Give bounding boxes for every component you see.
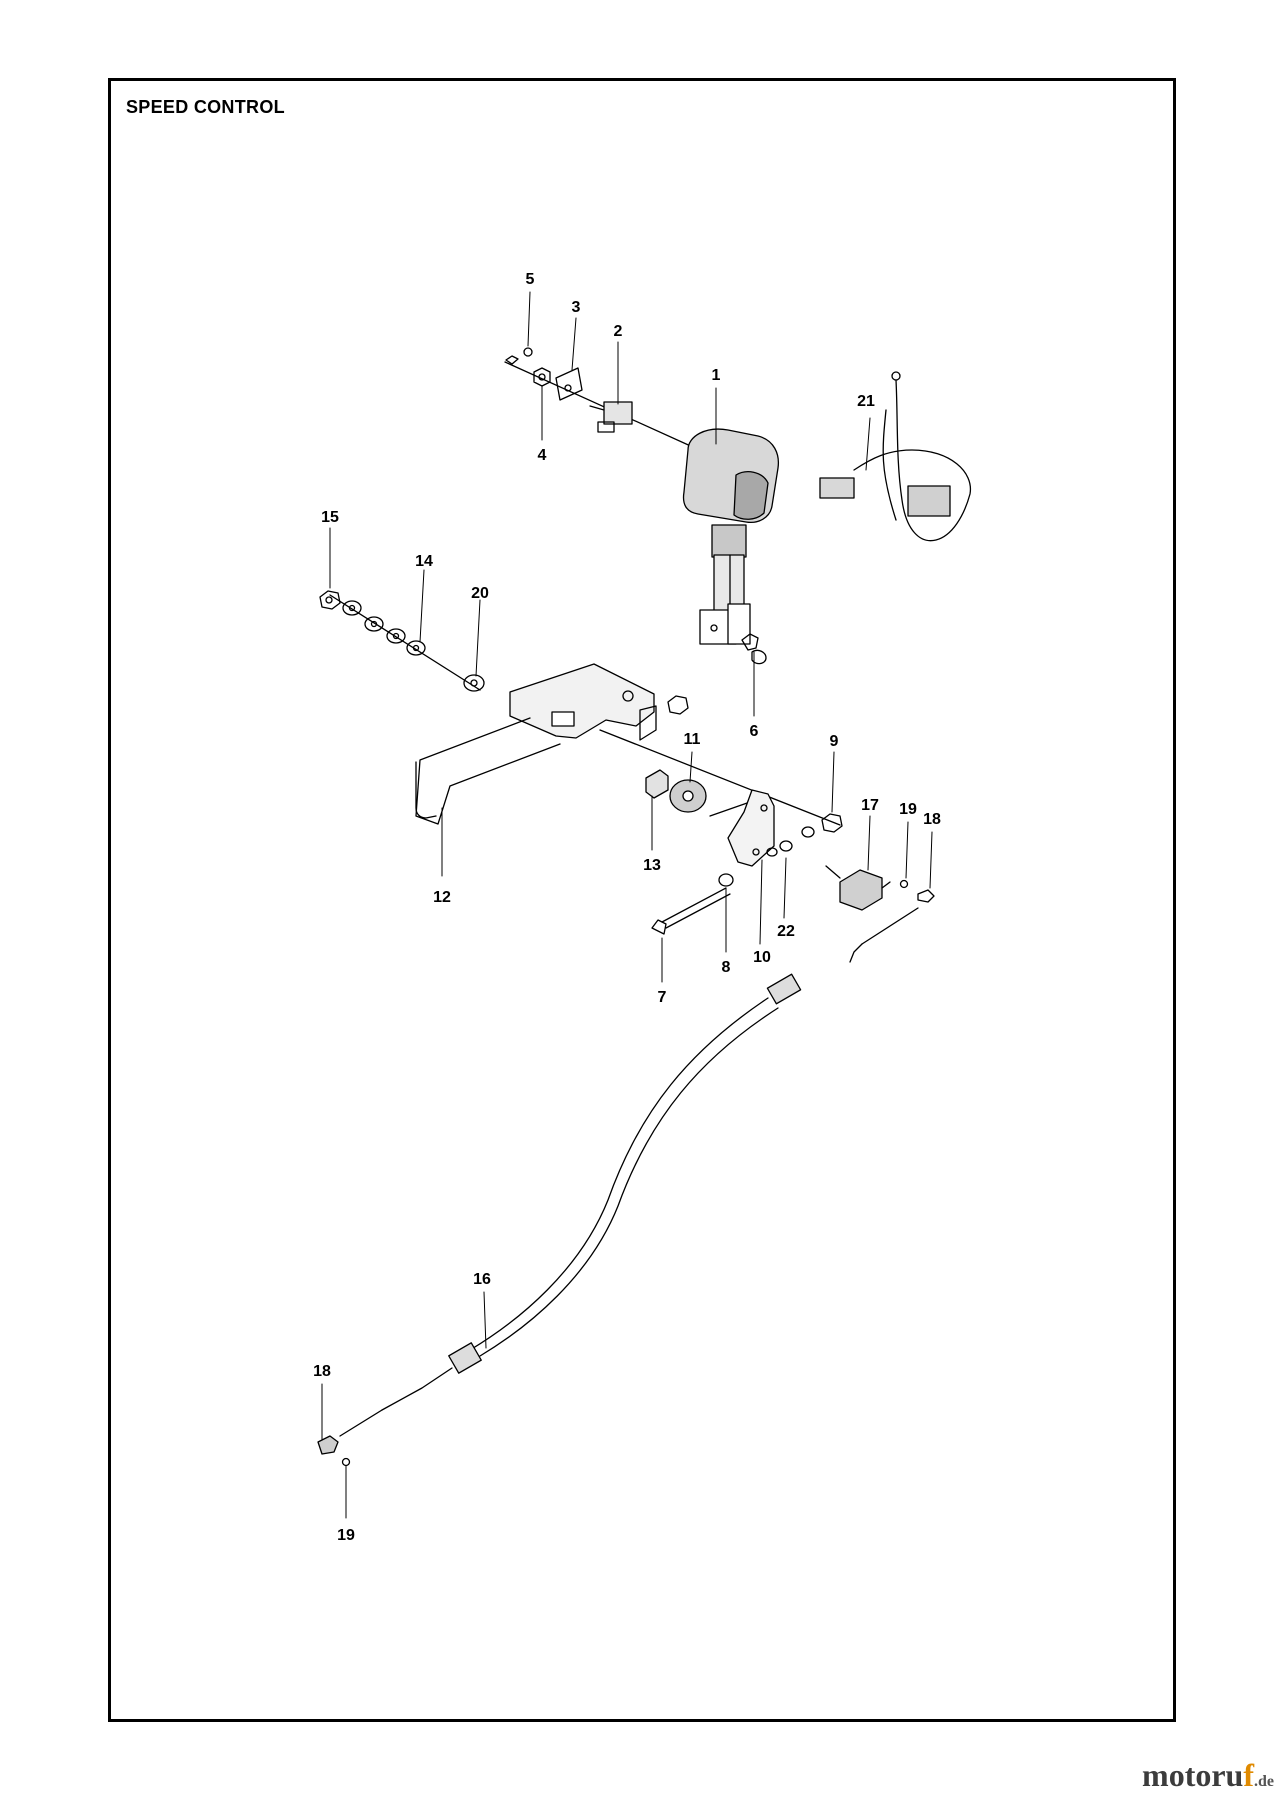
part-switch-2 [589, 401, 633, 433]
motoruf-logo: motoruf.de [1142, 1757, 1274, 1793]
part-bracket-nut [667, 695, 689, 715]
washer-axis-line [329, 594, 481, 691]
callout-22: 22 [777, 923, 795, 940]
part-switch-17 [825, 865, 891, 911]
diagram-frame [108, 78, 1176, 1722]
assembly-axis-line [504, 361, 696, 449]
callout-12: 12 [433, 889, 451, 906]
part-nut-9 [801, 813, 843, 838]
part-bushing-13 [645, 769, 669, 799]
callout-16: 16 [473, 1271, 491, 1288]
callout-8: 8 [722, 959, 731, 976]
part-washers-14 [342, 600, 426, 656]
callout-18: 18 [923, 811, 941, 828]
callout-17: 17 [861, 797, 879, 814]
callout-7: 7 [658, 989, 667, 1006]
part-nut-15 [319, 590, 341, 610]
part-friction-disc-11 [669, 779, 707, 813]
callout-15: 15 [321, 509, 339, 526]
callout-18-left: 18 [313, 1363, 331, 1380]
callout-19-left: 19 [337, 1527, 355, 1544]
part-lever-10 [709, 789, 775, 867]
callout-11: 11 [684, 731, 701, 748]
part-cable-end-18-left [317, 1435, 339, 1455]
callout-9: 9 [830, 733, 839, 750]
part-speed-cable-16 [339, 907, 919, 1437]
part-clip-6 [741, 633, 767, 665]
pivot-axis-line [599, 729, 841, 826]
part-washer-22 [766, 840, 793, 857]
part-plate-3 [555, 367, 583, 401]
part-clip-19-right [899, 879, 909, 889]
part-washer-20 [463, 674, 485, 692]
callout-20: 20 [471, 585, 489, 602]
part-cable-end-18-right [917, 889, 935, 903]
part-bolt-7 [651, 887, 731, 935]
callout-3: 3 [572, 299, 581, 316]
callout-19: 19 [899, 801, 917, 818]
callout-13: 13 [643, 857, 661, 874]
callout-labels: 1 2 3 4 5 6 7 8 9 10 11 12 13 14 15 16 1… [313, 271, 941, 1544]
callout-6: 6 [750, 723, 759, 740]
part-screw-5 [505, 347, 533, 365]
part-washer-8 [718, 873, 734, 887]
part-speed-knob-1 [682, 428, 780, 645]
callout-21: 21 [857, 393, 875, 410]
part-clip-19-left [341, 1457, 351, 1467]
callout-1: 1 [712, 367, 721, 384]
part-nut-4 [533, 367, 551, 387]
part-wire-harness-21 [819, 371, 972, 542]
part-bracket-12 [415, 663, 657, 825]
callout-5: 5 [526, 271, 535, 288]
callout-10: 10 [753, 949, 771, 966]
diagram-title: SPEED CONTROL [126, 97, 285, 117]
leader-lines [321, 291, 933, 1519]
callout-14: 14 [415, 553, 433, 570]
callout-4: 4 [538, 447, 547, 464]
callout-2: 2 [614, 323, 623, 340]
